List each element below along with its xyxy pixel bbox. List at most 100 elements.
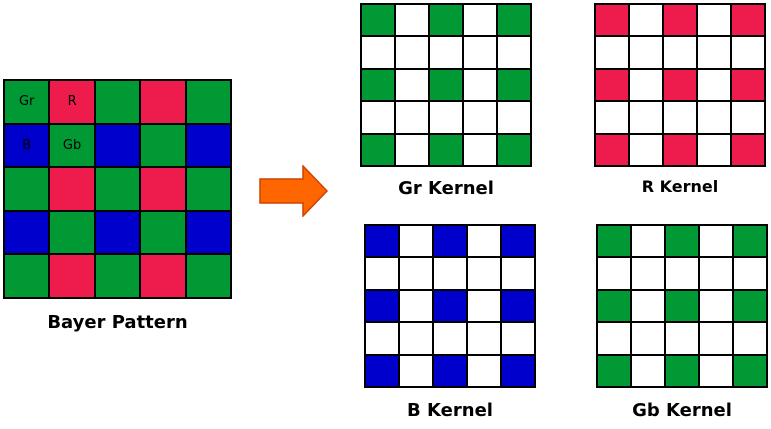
bayer-cell-blue bbox=[186, 211, 230, 254]
kernel-cell-blue bbox=[502, 290, 534, 322]
kernel-cell-empty bbox=[430, 37, 462, 68]
kernel-cell-empty bbox=[666, 258, 698, 289]
kernel-cell-empty bbox=[362, 102, 394, 133]
kernel-cell-red bbox=[664, 134, 696, 165]
bayer-cell-red bbox=[141, 255, 185, 297]
kernel-cell-empty bbox=[396, 102, 428, 133]
kernel-cell-empty bbox=[366, 258, 398, 289]
kernel-cell-red bbox=[596, 5, 628, 36]
kernel-cell-red bbox=[732, 69, 764, 101]
kernel-cell-empty bbox=[502, 323, 534, 354]
kernel-cell-green bbox=[498, 69, 530, 101]
kernel-cell-green bbox=[666, 290, 698, 322]
kernel-cell-empty bbox=[598, 258, 630, 289]
kernel-cell-empty bbox=[502, 258, 534, 289]
kernel-cell-empty bbox=[498, 37, 530, 68]
kernel-cell-empty bbox=[396, 134, 428, 165]
kernel-cell-empty bbox=[700, 323, 732, 354]
bayer-cell-green bbox=[5, 168, 49, 210]
bayer-cell-green bbox=[5, 255, 49, 297]
kernel-cell-empty bbox=[700, 258, 732, 289]
kernel-cell-green bbox=[734, 290, 766, 322]
gr-kernel-grid bbox=[360, 3, 532, 167]
kernel-cell-red bbox=[596, 69, 628, 101]
bayer-cell-green bbox=[141, 211, 185, 254]
bayer-cell-red bbox=[141, 81, 185, 123]
bayer-cell-red: R bbox=[50, 81, 94, 123]
kernel-cell-empty bbox=[700, 290, 732, 322]
kernel-cell-empty bbox=[400, 258, 432, 289]
kernel-cell-green bbox=[734, 226, 766, 257]
kernel-cell-empty bbox=[664, 37, 696, 68]
bayer-cell-blue bbox=[95, 124, 140, 167]
kernel-cell-empty bbox=[698, 37, 730, 68]
kernel-cell-empty bbox=[464, 134, 496, 165]
bayer-cell-green bbox=[141, 124, 185, 167]
kernel-cell-green bbox=[362, 69, 394, 101]
kernel-cell-blue bbox=[366, 355, 398, 386]
kernel-cell-empty bbox=[434, 323, 466, 354]
kernel-cell-empty bbox=[468, 355, 500, 386]
gb-kernel-grid bbox=[596, 224, 768, 388]
bayer-cell-green bbox=[186, 255, 230, 297]
kernel-cell-blue bbox=[502, 226, 534, 257]
kernel-cell-empty bbox=[464, 5, 496, 36]
kernel-cell-empty bbox=[698, 102, 730, 133]
bayer-cell-red bbox=[50, 255, 94, 297]
kernel-cell-empty bbox=[632, 258, 664, 289]
bayer-cell-blue bbox=[95, 211, 140, 254]
kernel-cell-blue bbox=[434, 226, 466, 257]
kernel-cell-empty bbox=[468, 258, 500, 289]
gr-kernel-caption: Gr Kernel bbox=[398, 178, 494, 199]
kernel-cell-empty bbox=[664, 102, 696, 133]
kernel-cell-empty bbox=[498, 102, 530, 133]
kernel-cell-empty bbox=[732, 102, 764, 133]
kernel-cell-blue bbox=[366, 290, 398, 322]
r-kernel-grid bbox=[594, 3, 766, 167]
kernel-cell-empty bbox=[632, 290, 664, 322]
kernel-cell-empty bbox=[732, 37, 764, 68]
kernel-cell-empty bbox=[596, 102, 628, 133]
bayer-cell-red bbox=[141, 168, 185, 210]
kernel-cell-empty bbox=[698, 134, 730, 165]
kernel-cell-empty bbox=[464, 37, 496, 68]
bayer-cell-green bbox=[186, 168, 230, 210]
kernel-cell-empty bbox=[396, 69, 428, 101]
kernel-cell-empty bbox=[434, 258, 466, 289]
b-kernel-caption: B Kernel bbox=[407, 400, 493, 421]
bayer-cell-green bbox=[50, 211, 94, 254]
kernel-cell-empty bbox=[468, 323, 500, 354]
bayer-cell-green bbox=[95, 168, 140, 210]
kernel-cell-empty bbox=[468, 290, 500, 322]
kernel-cell-green bbox=[430, 134, 462, 165]
kernel-cell-empty bbox=[598, 323, 630, 354]
right-arrow-icon bbox=[259, 165, 329, 217]
kernel-cell-empty bbox=[632, 355, 664, 386]
gb-kernel-caption: Gb Kernel bbox=[632, 400, 732, 421]
kernel-cell-empty bbox=[464, 69, 496, 101]
bayer-cell-label: Gr bbox=[18, 94, 35, 110]
kernel-cell-empty bbox=[666, 323, 698, 354]
kernel-cell-empty bbox=[400, 290, 432, 322]
kernel-cell-empty bbox=[400, 355, 432, 386]
kernel-cell-green bbox=[598, 355, 630, 386]
kernel-cell-green bbox=[430, 5, 462, 36]
kernel-cell-empty bbox=[596, 37, 628, 68]
kernel-cell-empty bbox=[700, 355, 732, 386]
kernel-cell-empty bbox=[632, 226, 664, 257]
kernel-cell-green bbox=[362, 134, 394, 165]
kernel-cell-empty bbox=[362, 37, 394, 68]
kernel-cell-red bbox=[732, 134, 764, 165]
kernel-cell-green bbox=[666, 226, 698, 257]
kernel-cell-empty bbox=[400, 226, 432, 257]
bayer-cell-red bbox=[50, 168, 94, 210]
kernel-cell-blue bbox=[434, 355, 466, 386]
arrow-shape bbox=[259, 165, 329, 217]
bayer-cell-label: Gb bbox=[62, 137, 82, 153]
bayer-pattern-caption: Bayer Pattern bbox=[47, 312, 188, 333]
kernel-cell-empty bbox=[632, 323, 664, 354]
kernel-cell-green bbox=[362, 5, 394, 36]
bayer-cell-blue bbox=[186, 124, 230, 167]
r-kernel-caption: R Kernel bbox=[641, 177, 719, 196]
